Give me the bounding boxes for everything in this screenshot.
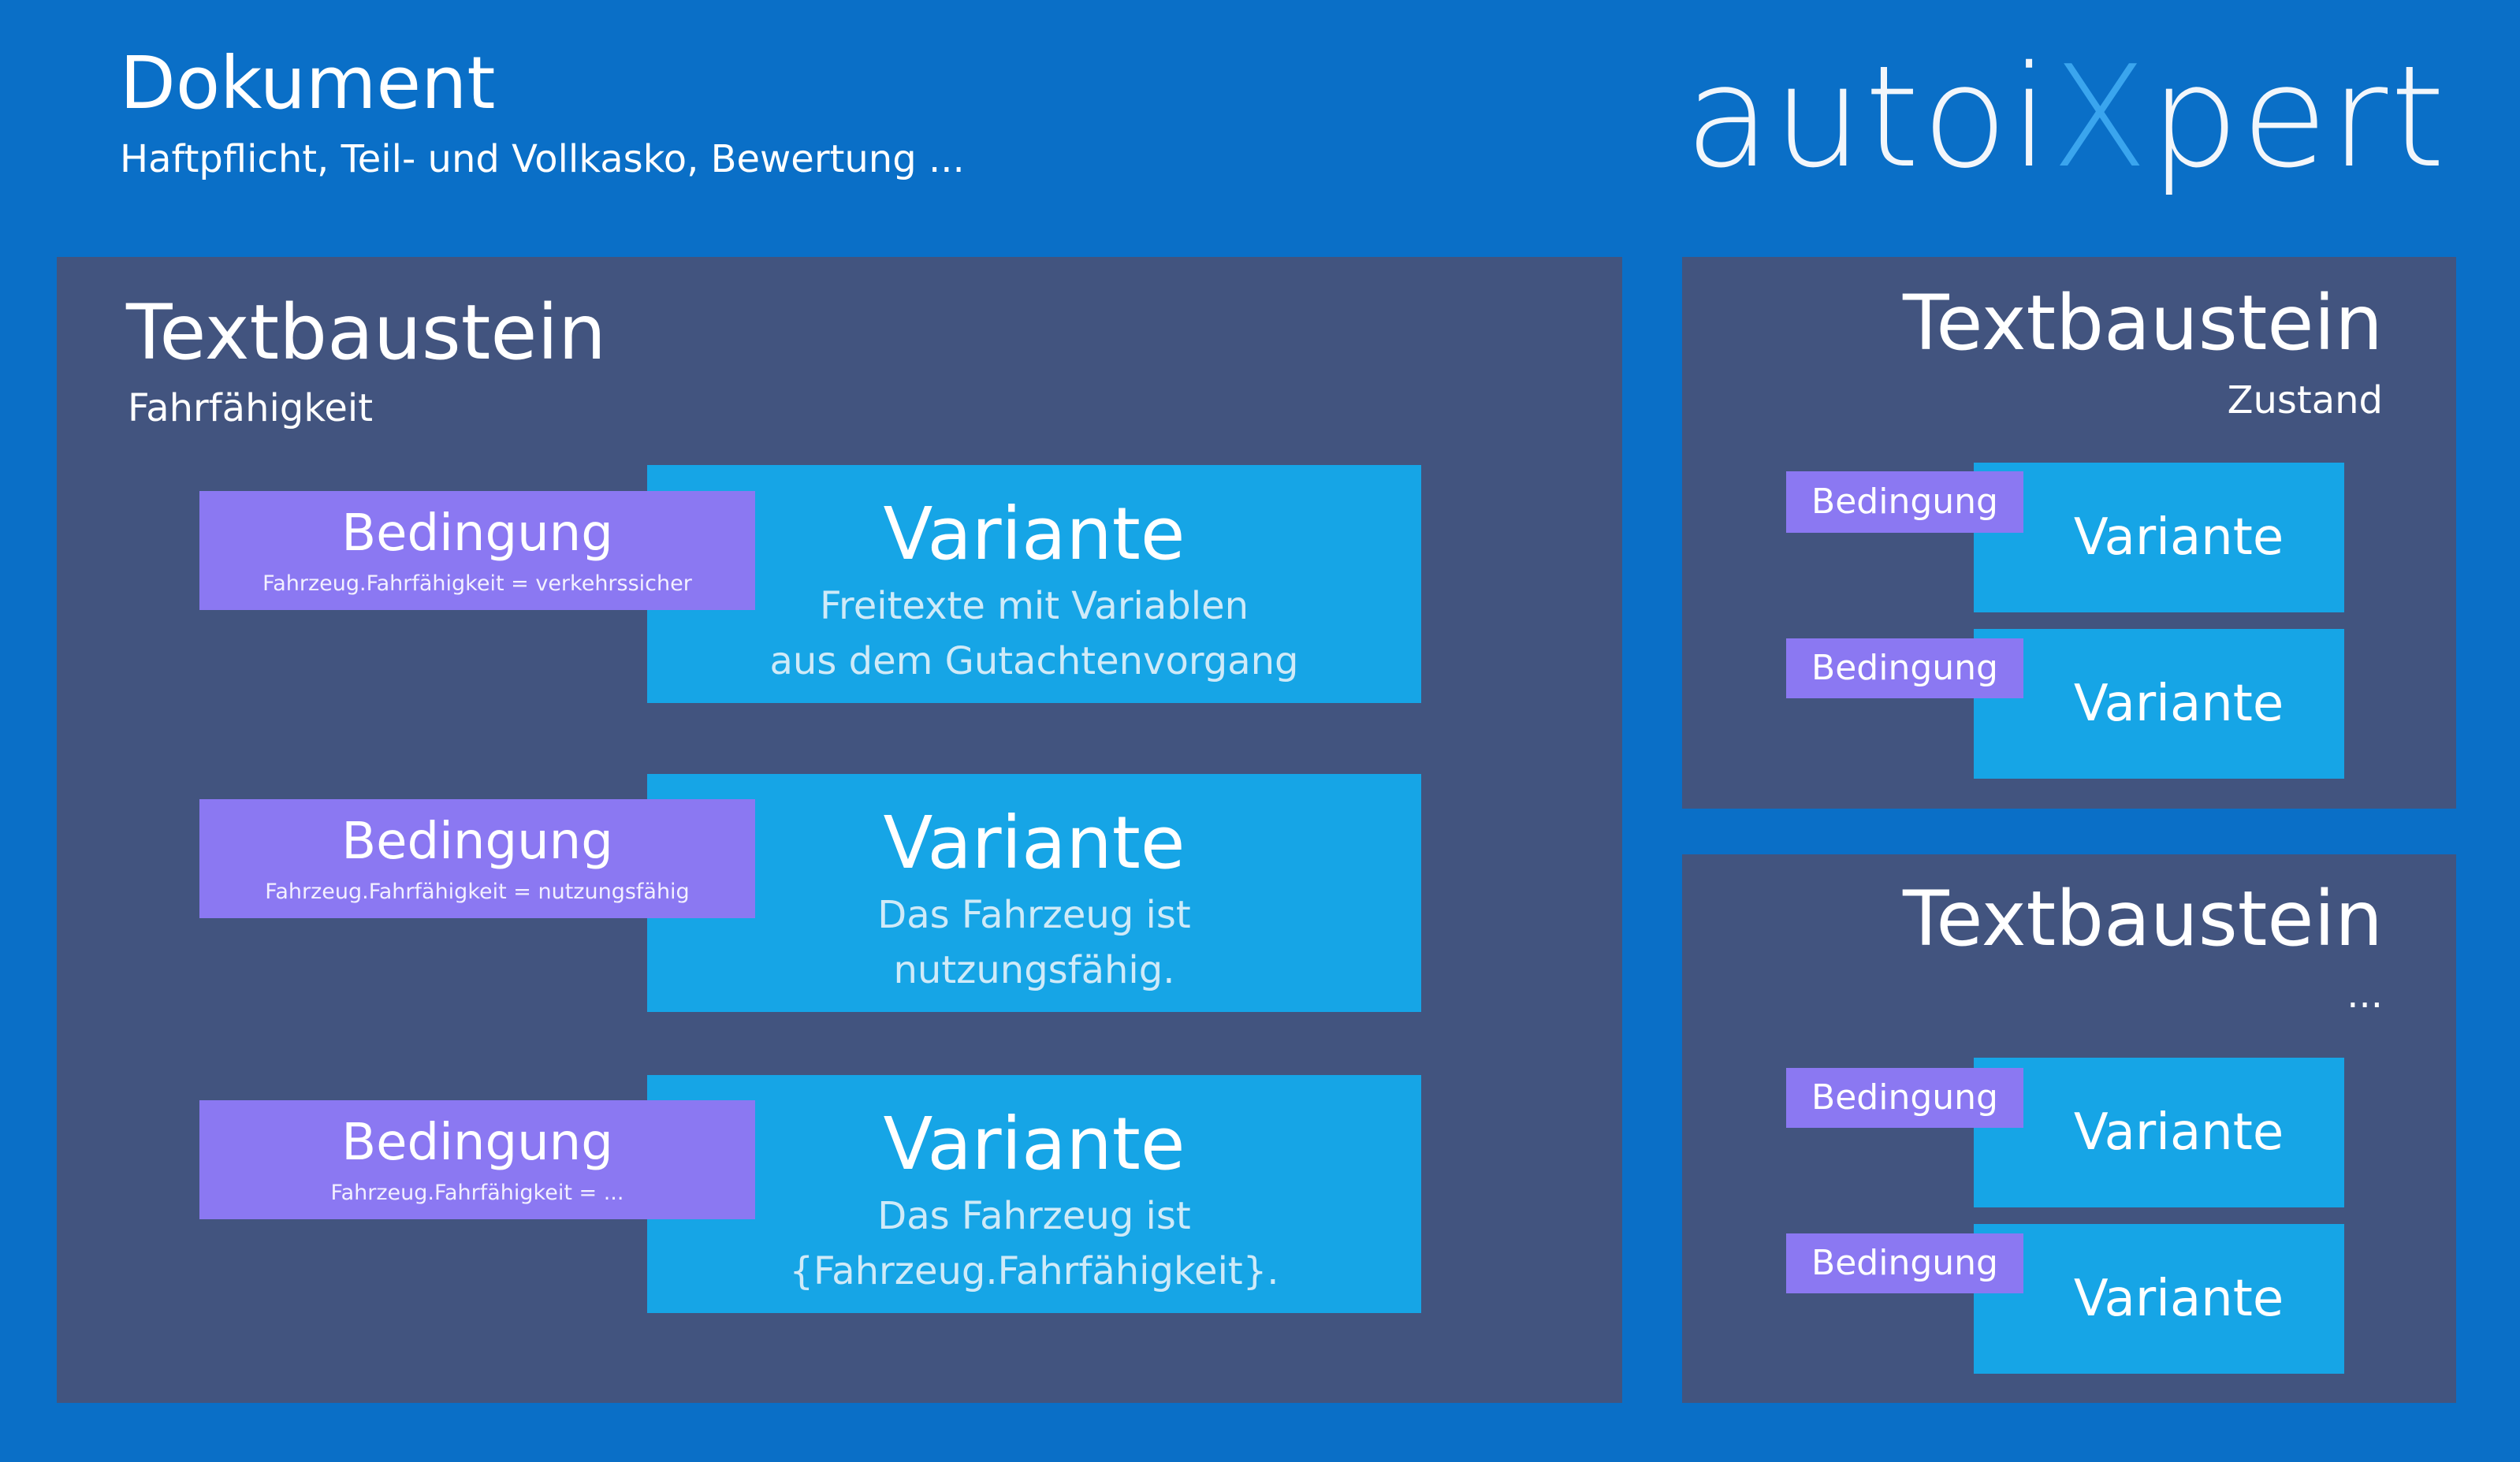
variant-title: Variante <box>2073 1103 2284 1162</box>
side-panel-title: Textbaustein <box>1903 875 2383 963</box>
condition-title: Bedingung <box>341 1114 613 1172</box>
variant-description: Freitexte mit Variablen aus dem Gutachte… <box>770 578 1299 689</box>
main-panel-title: Textbaustein <box>126 288 606 377</box>
side-panel-title: Textbaustein <box>1903 279 2383 367</box>
condition-box: Bedingung <box>1786 638 2023 698</box>
variant-line: aus dem Gutachtenvorgang <box>769 639 1299 683</box>
condition-title: Bedingung <box>341 813 613 871</box>
variant-title: Variante <box>2073 1270 2284 1328</box>
condition-box: Bedingung Fahrzeug.Fahrfähigkeit = ... <box>199 1100 755 1219</box>
variant-box: Variante <box>1974 463 2344 612</box>
logo-prefix: autoi <box>1684 35 2052 199</box>
main-panel-subtitle: Fahrfähigkeit <box>128 386 374 430</box>
document-title: Dokument <box>120 41 496 125</box>
condition-box: Bedingung Fahrzeug.Fahrfähigkeit = verke… <box>199 491 755 610</box>
side-panel-subtitle: Zustand <box>2227 378 2383 422</box>
variant-title: Variante <box>2073 675 2284 733</box>
variant-box: Variante Das Fahrzeug ist {Fahrzeug.Fahr… <box>647 1075 1421 1313</box>
condition-title: Bedingung <box>1811 1077 1998 1118</box>
variant-title: Variante <box>883 492 1186 576</box>
variant-line: Freitexte mit Variablen <box>819 584 1249 628</box>
variant-box: Variante Das Fahrzeug ist nutzungsfähig. <box>647 774 1421 1012</box>
variant-line: Das Fahrzeug ist <box>877 1194 1191 1238</box>
condition-detail: Fahrzeug.Fahrfähigkeit = nutzungsfähig <box>265 880 690 904</box>
variant-box: Variante <box>1974 1224 2344 1374</box>
variant-line: Das Fahrzeug ist <box>877 893 1191 937</box>
condition-title: Bedingung <box>341 504 613 563</box>
logo-x: X <box>2051 35 2150 199</box>
variant-description: Das Fahrzeug ist {Fahrzeug.Fahrfähigkeit… <box>789 1189 1279 1299</box>
condition-box: Bedingung <box>1786 471 2023 533</box>
variant-title: Variante <box>883 801 1186 885</box>
autoixpert-logo: autoiXpert <box>1685 47 2447 188</box>
condition-box: Bedingung <box>1786 1233 2023 1293</box>
condition-title: Bedingung <box>1811 1243 1998 1283</box>
condition-title: Bedingung <box>1811 648 1998 688</box>
variant-title: Variante <box>883 1102 1186 1186</box>
side-panel-subtitle: ... <box>2347 973 2383 1017</box>
variant-title: Variante <box>2073 508 2284 567</box>
variant-box: Variante <box>1974 1058 2344 1207</box>
variant-line: {Fahrzeug.Fahrfähigkeit}. <box>789 1249 1279 1293</box>
condition-detail: Fahrzeug.Fahrfähigkeit = ... <box>330 1181 624 1205</box>
variant-line: nutzungsfähig. <box>893 948 1175 992</box>
variant-description: Das Fahrzeug ist nutzungsfähig. <box>877 887 1190 998</box>
variant-box: Variante <box>1974 629 2344 779</box>
condition-title: Bedingung <box>1811 482 1998 522</box>
variant-box: Variante Freitexte mit Variablen aus dem… <box>647 465 1421 703</box>
condition-box: Bedingung Fahrzeug.Fahrfähigkeit = nutzu… <box>199 799 755 918</box>
document-subtitle: Haftpflicht, Teil- und Vollkasko, Bewert… <box>120 137 965 181</box>
condition-box: Bedingung <box>1786 1068 2023 1128</box>
condition-detail: Fahrzeug.Fahrfähigkeit = verkehrssicher <box>262 571 692 596</box>
logo-suffix: pert <box>2150 35 2447 199</box>
